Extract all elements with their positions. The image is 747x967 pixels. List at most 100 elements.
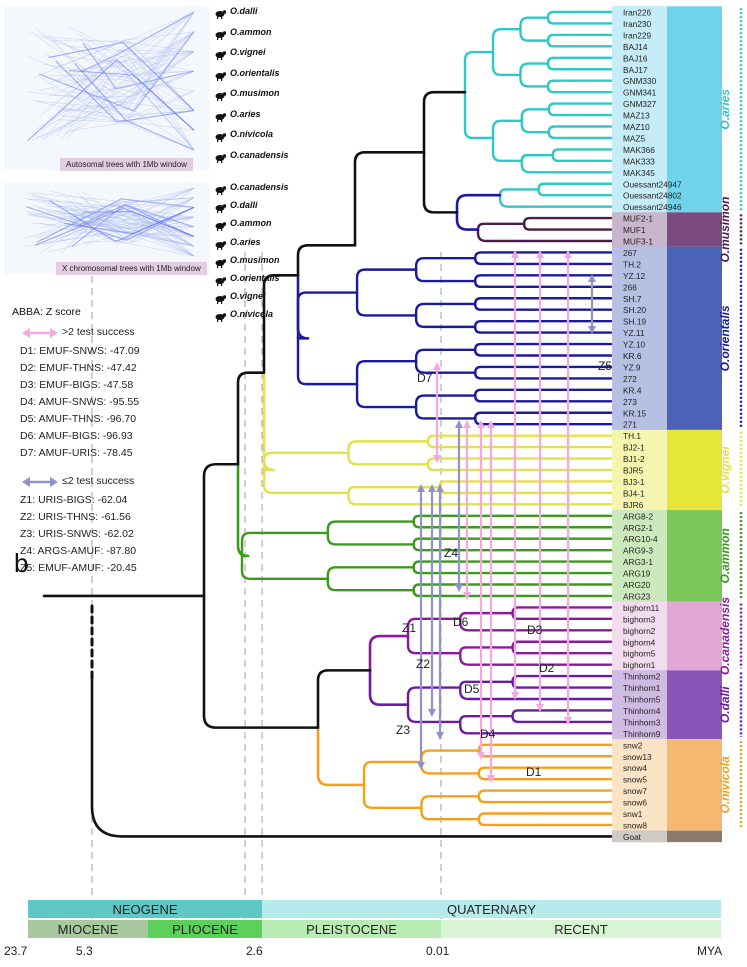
success-item: D3: EMUF-BIGS: -47.58 (20, 379, 133, 391)
tree-branch (348, 453, 428, 464)
tree-branch (328, 522, 414, 533)
tree-branch (479, 745, 536, 751)
tree-branch (439, 481, 514, 487)
clade-name-1: O.musimon (718, 197, 732, 263)
tree-branch (318, 728, 364, 785)
tree-branch (475, 418, 534, 424)
leaf-label: bighorn3 (623, 614, 656, 624)
fail-item: Z3: URIS-SNWS: -62.02 (20, 528, 134, 540)
tree-branch (370, 636, 408, 670)
tree-branch (421, 796, 478, 807)
leaf-label: ARG19 (623, 569, 651, 579)
tree-branch (416, 396, 475, 407)
tree-branch (370, 670, 408, 704)
tree-branch (264, 470, 348, 493)
leaf-label: 273 (623, 397, 637, 407)
leaf-label: ARG10-4 (623, 534, 658, 544)
tree-branch (500, 195, 538, 206)
leaf-label: KR.15 (623, 408, 646, 418)
sheep-icon (214, 88, 226, 98)
leaf-label: TH.2 (623, 259, 641, 269)
species-name: O.canadensis (230, 182, 289, 192)
tree-branch (513, 642, 556, 648)
species-name: O.musimon (230, 255, 280, 265)
arrow-label: D3 (527, 623, 543, 637)
tree-branch (460, 653, 512, 664)
xchrom-species-row: O.canadensis (214, 180, 289, 194)
tree-branch (548, 41, 575, 47)
tree-branch (553, 155, 578, 161)
leaf-label: BJR6 (623, 500, 644, 510)
leaf-label: MAK345 (623, 168, 655, 178)
fail-legend-label: ≤2 test success (62, 475, 134, 487)
tree-branch (479, 819, 536, 825)
tree-branch (475, 396, 534, 402)
sheep-icon (214, 200, 226, 210)
autosomal-species-row: O.musimon (214, 86, 280, 100)
tree-branch (522, 155, 553, 161)
leaf-label: BJ1-2 (623, 454, 645, 464)
sheep-icon (214, 291, 226, 301)
tree-branch (421, 808, 478, 819)
tree-branch (475, 350, 534, 356)
tree-branch (408, 636, 460, 653)
gene-flow-arrow (436, 484, 444, 740)
tree-branch (298, 275, 308, 338)
tree-branch (478, 230, 524, 241)
tree-branch (465, 92, 493, 138)
tree-branch (520, 29, 547, 40)
xchrom-species-row: O.aries (214, 235, 261, 249)
tree-branch (357, 384, 416, 407)
clade-name-7: O.nivicola (718, 756, 732, 814)
clade-name-0: O.aries (718, 89, 732, 130)
sheep-icon (214, 129, 226, 139)
xchrom-species-row: O.ammon (214, 216, 272, 230)
leaf-label: snow7 (623, 786, 647, 796)
success-item: D4: AMUF-SNWS: -95.55 (20, 396, 139, 408)
leaf-label: BJR5 (623, 466, 644, 476)
tree-branch (479, 791, 536, 797)
arrow-label: D6 (453, 615, 469, 629)
success-item: D5: AMUF-THNS: -96.70 (20, 413, 136, 425)
tree-branch (479, 796, 536, 802)
sheep-icon (214, 309, 226, 319)
arrow-label: D7 (417, 371, 433, 385)
tree-branch (522, 161, 553, 172)
tree-branch (328, 533, 414, 544)
leaf-label: Ouessant24947 (623, 179, 682, 189)
arrow-label: Z3 (396, 723, 410, 737)
tree-branch (475, 327, 534, 333)
tree-branch (408, 705, 460, 722)
autosomal-species-row: O.vignei (214, 45, 266, 59)
tree-branch (513, 682, 556, 688)
autosomal-species-row: O.aries (214, 107, 261, 121)
tree-branch (493, 52, 520, 75)
outgroup-label: Goat (623, 832, 642, 842)
leaf-label: YZ.12 (623, 271, 646, 281)
tree-branch (513, 710, 556, 716)
tree-branch (549, 132, 576, 138)
tree-branch (264, 453, 348, 470)
tree-branch (204, 464, 238, 596)
tree-branch (553, 149, 578, 155)
tree-branch (348, 441, 428, 452)
tree-branch (548, 35, 575, 41)
arrow-label: Z5 (598, 359, 612, 373)
thumb-tree-line (51, 191, 194, 217)
species-name: O.canadensis (230, 150, 289, 160)
tree-branch (475, 390, 534, 396)
tree-branch (475, 258, 534, 264)
tree-branch (513, 607, 556, 613)
tree-branch (348, 487, 439, 493)
species-name: O.aries (230, 237, 261, 247)
arrow-label: D2 (539, 661, 555, 675)
tree-branch (475, 252, 534, 258)
tree-branch (264, 275, 298, 372)
leaf-label: SH.19 (623, 317, 646, 327)
success-item: D7: AMUF-URIS: -78.45 (20, 447, 133, 459)
tree-branch (549, 109, 576, 115)
tree-branch (298, 245, 355, 275)
leaf-label: Thinhorn9 (623, 729, 661, 739)
leaf-label: ARG23 (623, 591, 651, 601)
gene-flow-arrow (428, 484, 436, 717)
